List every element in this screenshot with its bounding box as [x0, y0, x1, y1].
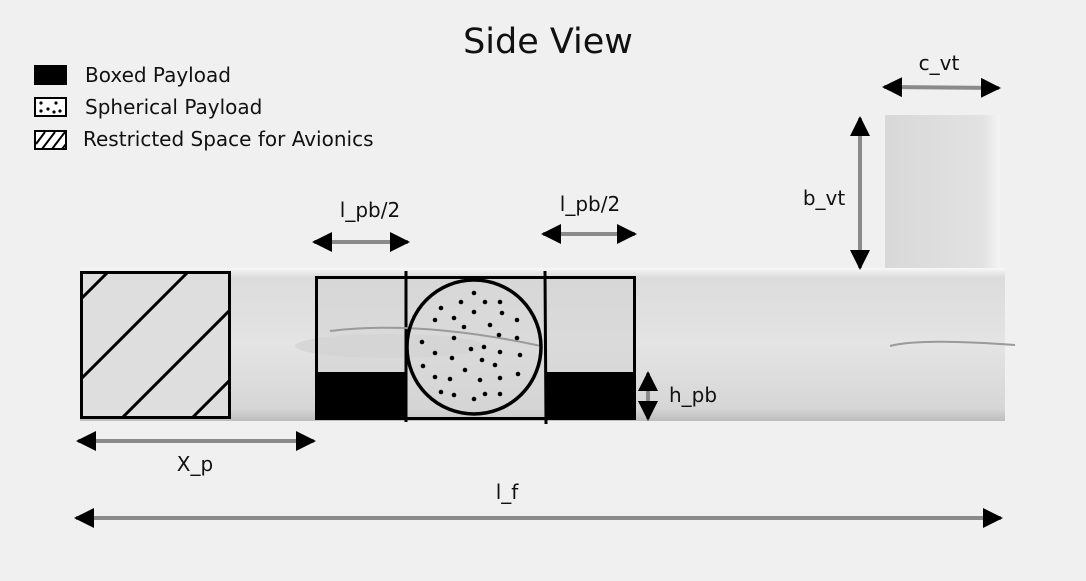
sphere-dot [471, 290, 477, 296]
label-c-vt: c_vt [919, 51, 960, 75]
sphere-dot [438, 389, 444, 395]
dim-b-vt: b_vt [803, 116, 870, 270]
dim-c-vt: c_vt [882, 51, 1001, 98]
vertical-tail [885, 115, 1000, 269]
legend-label-avionics: Restricted Space for Avionics [83, 127, 374, 151]
sphere-dot [487, 322, 493, 328]
avionics-swatch-icon [34, 130, 67, 150]
boxed-payload-right [545, 372, 636, 419]
spherical-payload [405, 278, 543, 416]
label-l-pb-half-left: l_pb/2 [340, 198, 400, 222]
boxed-payload-left [316, 372, 406, 419]
sphere-dot [497, 299, 503, 305]
label-l-f: l_f [496, 480, 520, 504]
sphere-dot [458, 299, 464, 305]
legend-label-spherical: Spherical Payload [85, 95, 262, 119]
sphere-dot [515, 371, 521, 377]
sphere-dot [451, 315, 457, 321]
sphere-dot [447, 376, 453, 382]
sphere-dot [514, 317, 520, 323]
sphere-dot [432, 374, 438, 380]
sphere-dot [499, 310, 505, 316]
label-h-pb: h_pb [669, 383, 717, 407]
sphere-dot [517, 352, 523, 358]
sphere-dot [432, 350, 438, 356]
dim-x-p: X_p [76, 431, 316, 476]
sphere-dot [479, 357, 485, 363]
dim-l-f: l_f [74, 480, 1003, 528]
sphere-dot [497, 375, 503, 381]
sphere-dot [482, 299, 488, 305]
sphere-dot [451, 335, 457, 341]
legend: Boxed Payload Spherical Payload Restrict… [34, 63, 374, 151]
sphere-dot [496, 332, 502, 338]
sphere-dot [497, 391, 503, 397]
sphere-dot [481, 344, 487, 350]
sphere-dot [468, 346, 474, 352]
sphere-dot [514, 335, 520, 341]
spherical-payload-swatch-icon [34, 97, 67, 117]
sphere-dot [471, 309, 477, 315]
label-l-pb-half-right: l_pb/2 [560, 192, 620, 216]
dim-l-pb-half-left: l_pb/2 [312, 198, 410, 252]
label-b-vt: b_vt [803, 186, 846, 210]
sphere-dot [461, 324, 467, 330]
sphere-dot [471, 396, 477, 402]
sphere-dot [492, 362, 498, 368]
payload-bay [315, 270, 636, 425]
sphere-dot [438, 305, 444, 311]
sphere-dot [419, 339, 425, 345]
sphere-dot [462, 367, 468, 373]
avionics-restricted-space [80, 271, 231, 419]
sphere-dot [497, 349, 503, 355]
sphere-dot [449, 355, 455, 361]
sphere-dot [451, 392, 457, 398]
sphere-dot [482, 391, 488, 397]
dim-l-pb-half-right: l_pb/2 [541, 192, 637, 244]
sphere-dot [477, 377, 483, 383]
legend-label-boxed: Boxed Payload [85, 63, 231, 87]
sphere-dot [420, 363, 426, 369]
boxed-payload-swatch-icon [34, 65, 67, 85]
dim-h-pb: h_pb [638, 371, 717, 421]
label-x-p: X_p [177, 452, 213, 476]
sphere-dot [432, 317, 438, 323]
diagram-title: Side View [463, 22, 633, 62]
